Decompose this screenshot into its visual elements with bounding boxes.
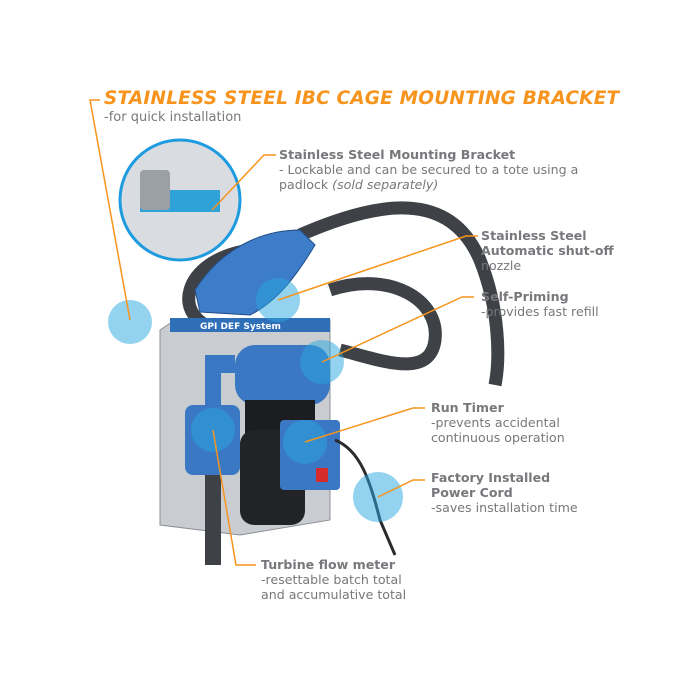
callout-nozzle: Stainless Steel Automatic shut-off nozzl… [481, 228, 614, 273]
callout-flow-meter: Turbine flow meter -resettable batch tot… [261, 557, 406, 602]
callout-heading: Power Cord [431, 485, 513, 500]
callout-text: -resettable batch total [261, 572, 402, 587]
logo-text: GPI DEF System [200, 322, 281, 332]
padlock-icon [140, 170, 170, 210]
callout-heading: Run Timer [431, 400, 504, 415]
leader-lines [89, 99, 478, 566]
callout-text: and accumulative total [261, 587, 407, 602]
bracket-top-bar [170, 318, 330, 332]
power-switch [316, 468, 328, 482]
callout-mounting-bracket: Stainless Steel Mounting Bracket - Locka… [279, 147, 578, 192]
callout-heading: Factory Installed [431, 470, 551, 485]
callout-text: padlock [279, 177, 329, 192]
callout-heading: Self-Priming [481, 289, 569, 304]
callout-power-cord: Factory Installed Power Cord -saves inst… [431, 470, 578, 515]
page-title: STAINLESS STEEL IBC CAGE MOUNTING BRACKE… [104, 88, 620, 109]
callout-heading: Turbine flow meter [261, 557, 396, 572]
callout-heading: Stainless Steel [481, 228, 587, 243]
callout-text: -provides fast refill [481, 304, 599, 319]
callout-heading: Stainless Steel Mounting Bracket [279, 147, 516, 162]
callout-self-priming: Self-Priming -provides fast refill [481, 289, 599, 319]
callout-text: - Lockable and can be secured to a tote … [279, 162, 579, 177]
callout-run-timer: Run Timer -prevents accidental continuou… [431, 400, 565, 445]
callout-note: (sold separately) [332, 177, 439, 192]
callout-heading: Automatic shut-off [481, 243, 614, 258]
suction-hose [205, 475, 221, 565]
callout-text: continuous operation [431, 430, 565, 445]
page-subtitle: -for quick installation [104, 110, 242, 125]
callout-text: -saves installation time [431, 500, 578, 515]
callout-text: nozzle [481, 258, 522, 273]
callout-text: -prevents accidental [431, 415, 560, 430]
discharge-hose [297, 201, 505, 387]
